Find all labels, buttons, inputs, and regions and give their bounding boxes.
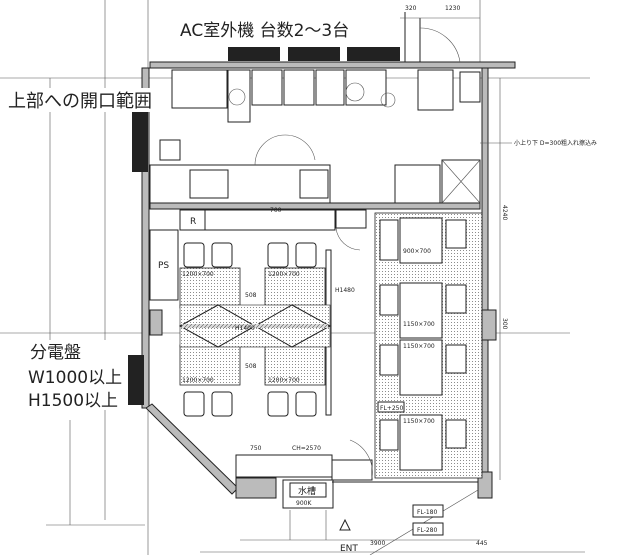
bottom-right-dimension: 445 (476, 540, 488, 547)
bottom-left-dimension: 750 (250, 445, 262, 452)
raised-booth-area (149, 212, 497, 479)
seating-area (178, 242, 332, 417)
entrance-label: ENT (340, 544, 358, 554)
depth-dimension: 700 (270, 207, 282, 214)
raised-floor-annotation: 小上り下 D=300粗入れ擦込み (514, 139, 597, 147)
entrance-area (235, 439, 480, 555)
counter (179, 209, 367, 251)
table-size-label: 900×700 (403, 248, 431, 255)
fl-280-label: FL-280 (417, 527, 437, 534)
ps-label: PS (158, 261, 169, 271)
ceiling-height-label: CH=2570 (292, 445, 321, 452)
gap-dimension: 508 (245, 363, 257, 370)
ps-shaft (149, 229, 179, 301)
top-dimension: 320 (405, 5, 417, 12)
table-size-label: 1150×700 (403, 321, 435, 328)
bottom-width-dimension: 3900 (370, 540, 385, 547)
distribution-panel-block (128, 355, 144, 405)
gap-dimension: 508 (245, 292, 257, 299)
top-dimension: 1230 (445, 5, 460, 12)
panel-height-requirement: H1500以上 (28, 391, 118, 411)
tank-size-label: 900K (296, 500, 312, 507)
ac-units-annotation: AC室外機 台数2～3台 (180, 21, 349, 41)
fl-plus-tag (377, 401, 405, 413)
right-dimension: 300 (501, 318, 508, 330)
opening-annotation: 上部への開口範囲 (8, 91, 152, 112)
r-label: R (190, 217, 196, 227)
table-size-label: 1200×700 (268, 271, 300, 278)
fl-180-label: FL-180 (417, 509, 437, 516)
panel-title: 分電盤 (30, 343, 81, 363)
partition-height-label: H1480 (335, 287, 355, 294)
kitchen-equipment (149, 69, 481, 204)
table-size-label: 1150×700 (403, 343, 435, 350)
tank-label: 水槽 (298, 485, 316, 497)
table-size-label: 1200×700 (182, 271, 214, 278)
ac-outdoor-units (228, 47, 400, 61)
table-size-label: 1150×700 (403, 418, 435, 425)
right-dimension: 4240 (501, 205, 508, 220)
table-size-label: 1200×700 (268, 377, 300, 384)
panel-width-requirement: W1000以上 (28, 368, 122, 388)
top-door (400, 12, 480, 63)
fl-plus-label: FL+250 (380, 405, 403, 412)
partition-height-label: H1400 (235, 325, 255, 332)
opening-block (132, 110, 148, 172)
table-size-label: 1200×700 (182, 377, 214, 384)
